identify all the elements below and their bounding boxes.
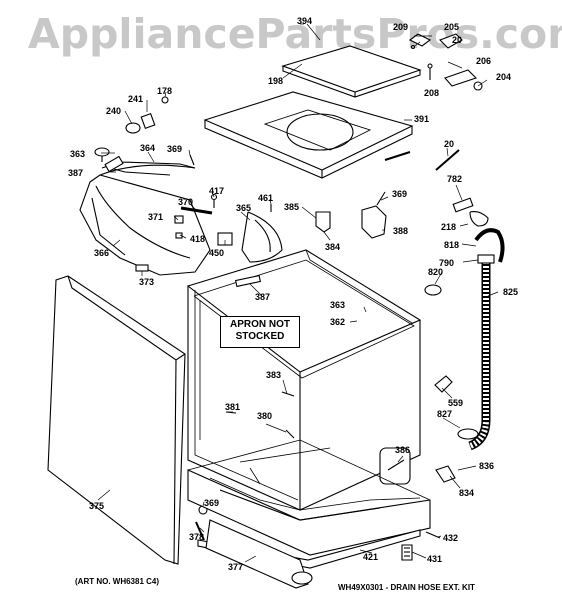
part-label-431: 431 (427, 554, 443, 564)
part-label-218: 218 (441, 222, 457, 232)
part-label-387-lower: 387 (255, 292, 271, 302)
lid-part (281, 45, 422, 98)
part-label-375: 375 (89, 501, 105, 511)
part-label-383: 383 (266, 370, 282, 380)
suspension-frame-right (241, 211, 283, 263)
part-label-417: 417 (209, 186, 225, 196)
part-label-385: 385 (284, 202, 300, 212)
part-label-391: 391 (414, 114, 430, 124)
part-label-209: 209 (393, 22, 409, 32)
part-label-559: 559 (448, 398, 464, 408)
part-label-450: 450 (209, 248, 225, 258)
part-label-20-right: 20 (444, 139, 455, 149)
part-label-820: 820 (428, 267, 444, 277)
part-label-204: 204 (496, 72, 512, 82)
part-label-208: 208 (424, 88, 440, 98)
part-label-394: 394 (297, 16, 313, 26)
part-label-20-top: 20 (452, 35, 463, 45)
toe-kick (205, 519, 313, 589)
part-label-364: 364 (140, 143, 156, 153)
top-cover-part (203, 91, 414, 179)
suspension-frame-left (79, 161, 211, 276)
part-label-369-lower: 369 (204, 498, 220, 508)
front-panel (47, 275, 186, 565)
drain-hose (468, 228, 505, 451)
part-label-818: 818 (444, 240, 460, 250)
part-label-369-right: 369 (392, 189, 408, 199)
part-label-461: 461 (258, 193, 274, 203)
apron-note-line-1: APRON NOT (230, 319, 290, 330)
part-label-790: 790 (439, 258, 455, 268)
part-label-371: 371 (148, 212, 164, 222)
base-frame (187, 439, 431, 556)
drain-hose-kit-note: WH49X0301 - DRAIN HOSE EXT. KIT (338, 583, 475, 592)
part-label-421: 421 (363, 552, 379, 562)
part-label-834: 834 (459, 488, 475, 498)
part-label-388: 388 (393, 226, 409, 236)
apron-note-line-2: STOCKED (235, 331, 285, 342)
part-label-381: 381 (225, 402, 241, 412)
cabinet (186, 249, 422, 511)
part-label-387-upper: 387 (68, 168, 84, 178)
watermark: AppliancePartsPros.com (28, 10, 562, 58)
part-label-205: 205 (444, 22, 460, 32)
part-label-178: 178 (157, 86, 173, 96)
apron-not-stocked-note: APRON NOT STOCKED (220, 316, 300, 348)
part-label-377: 377 (228, 562, 244, 572)
part-label-825: 825 (503, 287, 519, 297)
art-number: (ART NO. WH6381 C4) (75, 577, 160, 586)
part-label-198: 198 (268, 76, 284, 86)
part-label-827: 827 (437, 409, 453, 419)
part-label-836: 836 (479, 461, 495, 471)
part-label-370: 370 (178, 197, 194, 207)
part-label-366: 366 (94, 248, 110, 258)
leader-lines (97, 23, 499, 563)
part-label-369-upper: 369 (167, 144, 183, 154)
part-label-363-upper: 363 (70, 149, 86, 159)
part-label-386: 386 (395, 445, 411, 455)
part-label-384: 384 (325, 242, 341, 252)
part-label-380: 380 (257, 411, 273, 421)
part-label-363-lower: 363 (330, 300, 346, 310)
part-label-365: 365 (236, 203, 252, 213)
part-label-378: 378 (189, 532, 205, 542)
part-label-432: 432 (443, 533, 459, 543)
part-label-240: 240 (106, 106, 122, 116)
part-label-241: 241 (128, 94, 144, 104)
hinge-parts (408, 33, 483, 91)
part-label-206: 206 (476, 56, 492, 66)
part-label-782: 782 (447, 174, 463, 184)
part-label-362: 362 (330, 317, 346, 327)
part-label-418: 418 (190, 234, 206, 244)
part-label-373: 373 (139, 277, 155, 287)
